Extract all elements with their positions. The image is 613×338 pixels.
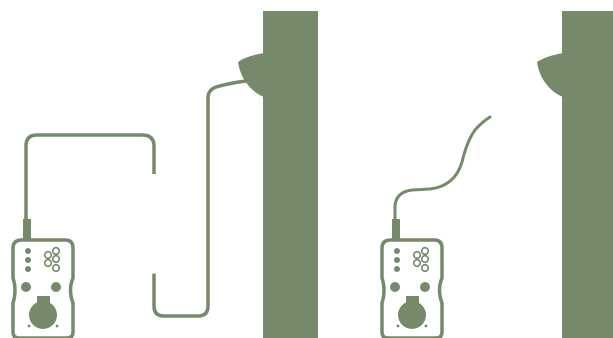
remote-connector (23, 219, 31, 239)
remote-connector (392, 219, 400, 239)
wall-outlet-icon (238, 53, 264, 97)
panel-disconnected (382, 11, 613, 338)
remote-control-icon (13, 219, 73, 338)
panel-connected (13, 11, 318, 338)
wall-icon (263, 11, 318, 338)
wall-icon (562, 11, 613, 338)
cable-loose (395, 117, 490, 221)
remote-control-icon (382, 219, 442, 338)
wall-outlet-icon (537, 53, 563, 97)
cable-upper-segment (26, 135, 154, 222)
cable-lower-segment (154, 81, 246, 316)
